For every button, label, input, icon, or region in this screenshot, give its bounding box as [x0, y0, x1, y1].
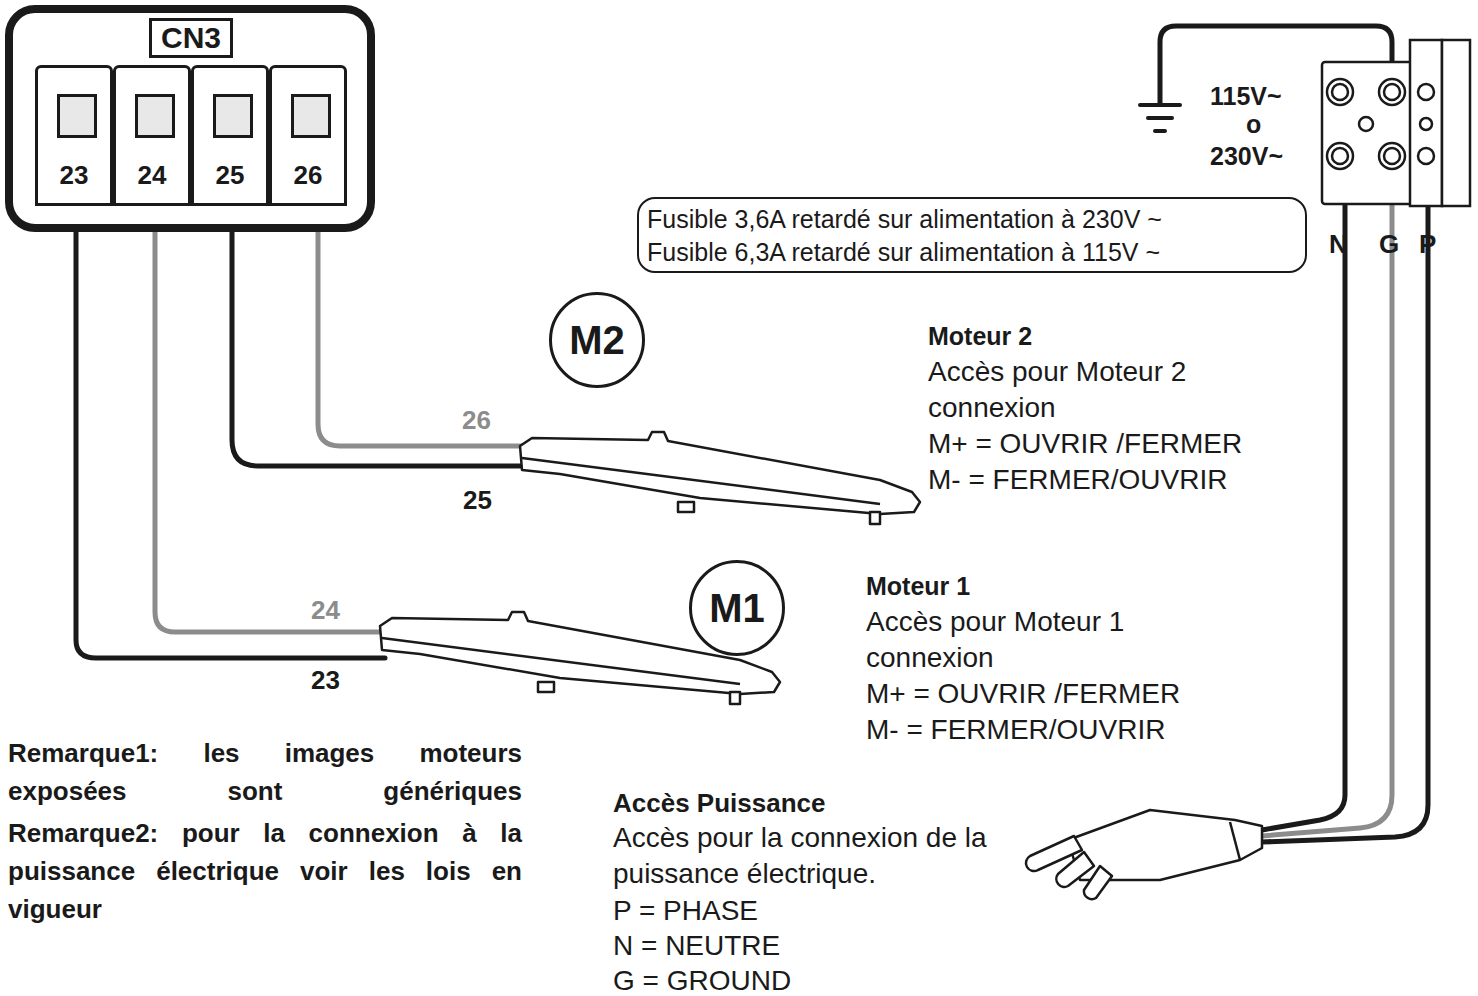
label: Accès pour Moteur 1 connexion [866, 604, 1186, 676]
motor-2 [678, 502, 694, 512]
wire [155, 220, 385, 632]
fuse-note: Fusible 3,6A retardé sur alimentation à … [637, 197, 1307, 273]
label: P [1419, 226, 1436, 262]
screw [1359, 117, 1373, 131]
motor-callout-text: M2 [552, 295, 642, 385]
wire [1262, 205, 1345, 830]
screw [1384, 148, 1400, 164]
terminal-plate [1442, 40, 1470, 206]
label: Accès Puissance [613, 785, 825, 821]
label: G = GROUND [613, 963, 791, 996]
terminal-block [1322, 62, 1412, 204]
screw [1420, 118, 1432, 130]
motor-1 [382, 638, 740, 684]
label: M+ = OUVRIR /FERMER [866, 676, 1180, 712]
fuse-note-text: Fusible 6,3A retardé sur alimentation à … [647, 236, 1297, 269]
label: 25 [463, 482, 492, 518]
label: N [1329, 226, 1348, 262]
label: Accès pour Moteur 2 connexion [928, 354, 1248, 426]
terminal-text: 25 [194, 160, 266, 191]
terminal-text: 26 [272, 160, 344, 191]
label: Moteur 1 [866, 568, 970, 604]
label: Moteur 2 [928, 318, 1032, 354]
screw [1384, 84, 1400, 100]
motor-2 [870, 512, 880, 524]
terminal: 25 [191, 65, 269, 206]
screw [1418, 148, 1434, 164]
motor-1 [730, 692, 740, 704]
screw [1379, 143, 1405, 169]
connector-housing-text: CN3 [149, 18, 233, 58]
label: 115V~ [1210, 78, 1282, 114]
label: 24 [311, 592, 340, 628]
ground-symbol [1148, 116, 1172, 120]
motor-2 [522, 458, 880, 504]
label: 23 [311, 662, 340, 698]
terminal: 26 [269, 65, 347, 206]
screw [1332, 84, 1348, 100]
ground-symbol [1140, 103, 1180, 107]
screw [1327, 79, 1353, 105]
label: Accès pour la connexion de la puissance … [613, 820, 1053, 892]
wire [1262, 205, 1392, 836]
terminal-text: 23 [38, 160, 110, 191]
power-plug [1230, 822, 1240, 860]
screw [1379, 79, 1405, 105]
motor-1 [538, 682, 554, 692]
label: M- = FERMER/OUVRIR [928, 462, 1227, 498]
terminal-text: 24 [116, 160, 188, 191]
fuse-note-text: Fusible 3,6A retardé sur alimentation à … [647, 203, 1297, 236]
screw [1327, 143, 1353, 169]
label: 230V~ [1210, 138, 1283, 174]
label: o [1246, 106, 1261, 142]
label: G [1379, 226, 1399, 262]
label: Remarque1: les images moteurs exposées s… [8, 734, 522, 810]
motor-callout: M1 [689, 560, 785, 656]
label: M- = FERMER/OUVRIR [866, 712, 1165, 748]
label: P = PHASE [613, 893, 758, 929]
terminal: 23 [35, 65, 113, 206]
terminal: 24 [113, 65, 191, 206]
label: M+ = OUVRIR /FERMER [928, 426, 1242, 462]
plug-pin [1084, 866, 1112, 899]
connector-housing: CN3 23242526 [5, 5, 375, 232]
motor-callout: M2 [549, 292, 645, 388]
wire [318, 220, 525, 446]
label: Remarque2: pour la connexion à la puissa… [8, 814, 522, 928]
ground-symbol [1155, 129, 1165, 133]
screw [1418, 84, 1434, 100]
label: 26 [462, 402, 491, 438]
screw [1332, 148, 1348, 164]
terminal-plate [1410, 40, 1442, 206]
wire [1262, 205, 1428, 842]
label: N = NEUTRE [613, 928, 780, 964]
motor-2 [520, 432, 920, 514]
wire [232, 220, 525, 466]
motor-callout-text: M1 [692, 563, 782, 653]
